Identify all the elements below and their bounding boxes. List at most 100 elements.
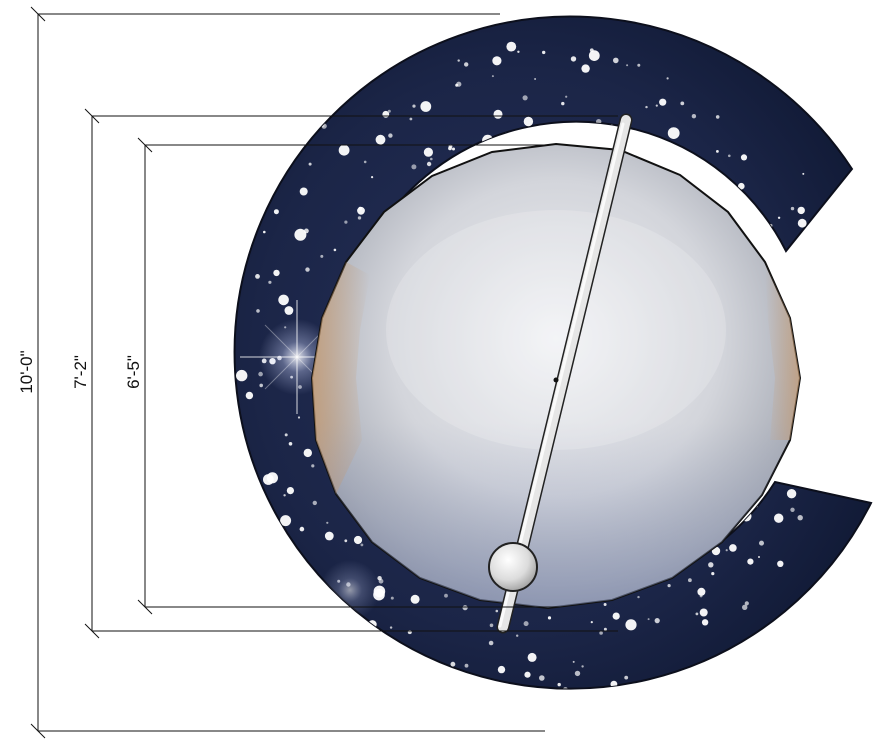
star: [241, 521, 247, 527]
star: [256, 309, 260, 313]
star: [744, 601, 749, 606]
star: [658, 154, 666, 161]
star: [836, 348, 842, 353]
star: [603, 603, 607, 606]
star: [228, 284, 232, 288]
central-sphere: [310, 142, 802, 610]
star: [774, 513, 784, 523]
star: [263, 508, 267, 512]
star: [836, 271, 839, 275]
star: [305, 267, 310, 272]
star: [363, 160, 367, 164]
star: [567, 699, 574, 706]
star: [519, 696, 524, 701]
star: [492, 56, 502, 66]
star: [273, 209, 279, 215]
star: [728, 154, 731, 158]
star: [308, 162, 312, 166]
star: [711, 572, 715, 576]
star: [476, 148, 479, 152]
star: [415, 680, 418, 683]
star: [729, 544, 737, 552]
star: [821, 223, 826, 227]
star: [427, 682, 431, 686]
star: [284, 433, 288, 437]
star: [708, 562, 714, 568]
star: [786, 489, 797, 499]
star: [659, 98, 667, 106]
star: [240, 234, 249, 243]
star: [725, 549, 728, 552]
star: [258, 371, 263, 377]
star: [338, 144, 350, 156]
star: [409, 117, 413, 121]
star: [699, 594, 703, 598]
star: [654, 618, 660, 624]
star: [626, 64, 629, 67]
star: [294, 228, 307, 241]
star: [371, 176, 374, 179]
star: [464, 663, 469, 668]
star: [581, 665, 584, 668]
star: [812, 230, 816, 235]
star: [493, 109, 503, 119]
star: [458, 671, 461, 674]
star: [299, 526, 305, 532]
star: [637, 595, 640, 599]
star: [539, 675, 545, 681]
star: [491, 75, 494, 78]
star: [344, 539, 348, 543]
star: [243, 232, 248, 237]
star: [228, 464, 232, 468]
star: [501, 703, 509, 711]
star: [423, 147, 433, 157]
star: [800, 304, 805, 309]
star: [420, 101, 432, 112]
star: [796, 329, 804, 336]
star: [742, 604, 748, 610]
star: [390, 596, 394, 600]
star: [601, 132, 606, 137]
star: [320, 254, 324, 258]
star: [259, 383, 264, 388]
star: [565, 95, 568, 98]
dimension-label-middle: 7'-2": [71, 355, 90, 389]
star: [303, 448, 312, 458]
star: [860, 437, 866, 443]
star: [506, 41, 517, 52]
star: [283, 494, 286, 497]
star: [326, 521, 329, 524]
star: [412, 104, 416, 108]
star: [831, 248, 837, 254]
star: [719, 193, 722, 197]
star: [544, 138, 549, 143]
star: [358, 206, 363, 211]
star: [625, 697, 630, 702]
star: [489, 623, 494, 628]
support-rod: [488, 113, 633, 634]
star: [448, 146, 452, 151]
star: [534, 78, 537, 80]
star: [599, 631, 603, 635]
star: [542, 50, 546, 55]
star: [426, 161, 432, 167]
star: [747, 558, 754, 565]
star: [820, 381, 825, 386]
star: [612, 612, 620, 620]
star: [263, 474, 274, 485]
star: [649, 142, 652, 145]
rod-center-point: [553, 377, 559, 383]
star: [625, 619, 637, 631]
star: [252, 507, 258, 512]
star: [523, 621, 529, 627]
star: [852, 421, 858, 427]
star: [691, 114, 697, 119]
dimension-inner: [137, 137, 560, 615]
star: [333, 248, 337, 252]
star: [360, 543, 364, 547]
star: [255, 274, 260, 279]
star: [680, 101, 685, 106]
star: [854, 309, 859, 314]
star: [814, 280, 825, 290]
star: [790, 206, 795, 211]
